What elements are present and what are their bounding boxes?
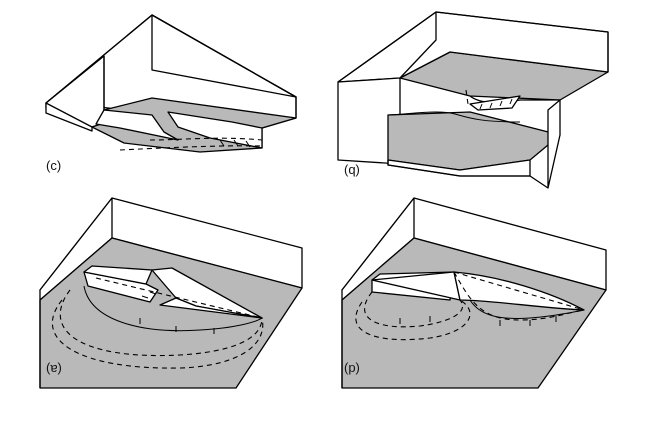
panel-a-block-diagram: (ɐ) [39, 197, 303, 389]
panel-d-label: (q) [344, 162, 360, 177]
panel-a-label: (ɐ) [46, 360, 62, 375]
panel-b-block-diagram: (p) [341, 197, 607, 389]
panel-d-block-diagram: (q) [337, 11, 609, 189]
panel-b-label: (p) [344, 360, 360, 375]
panel-c-block-diagram: (c) [45, 14, 297, 173]
panel-c-label: (c) [46, 158, 61, 173]
